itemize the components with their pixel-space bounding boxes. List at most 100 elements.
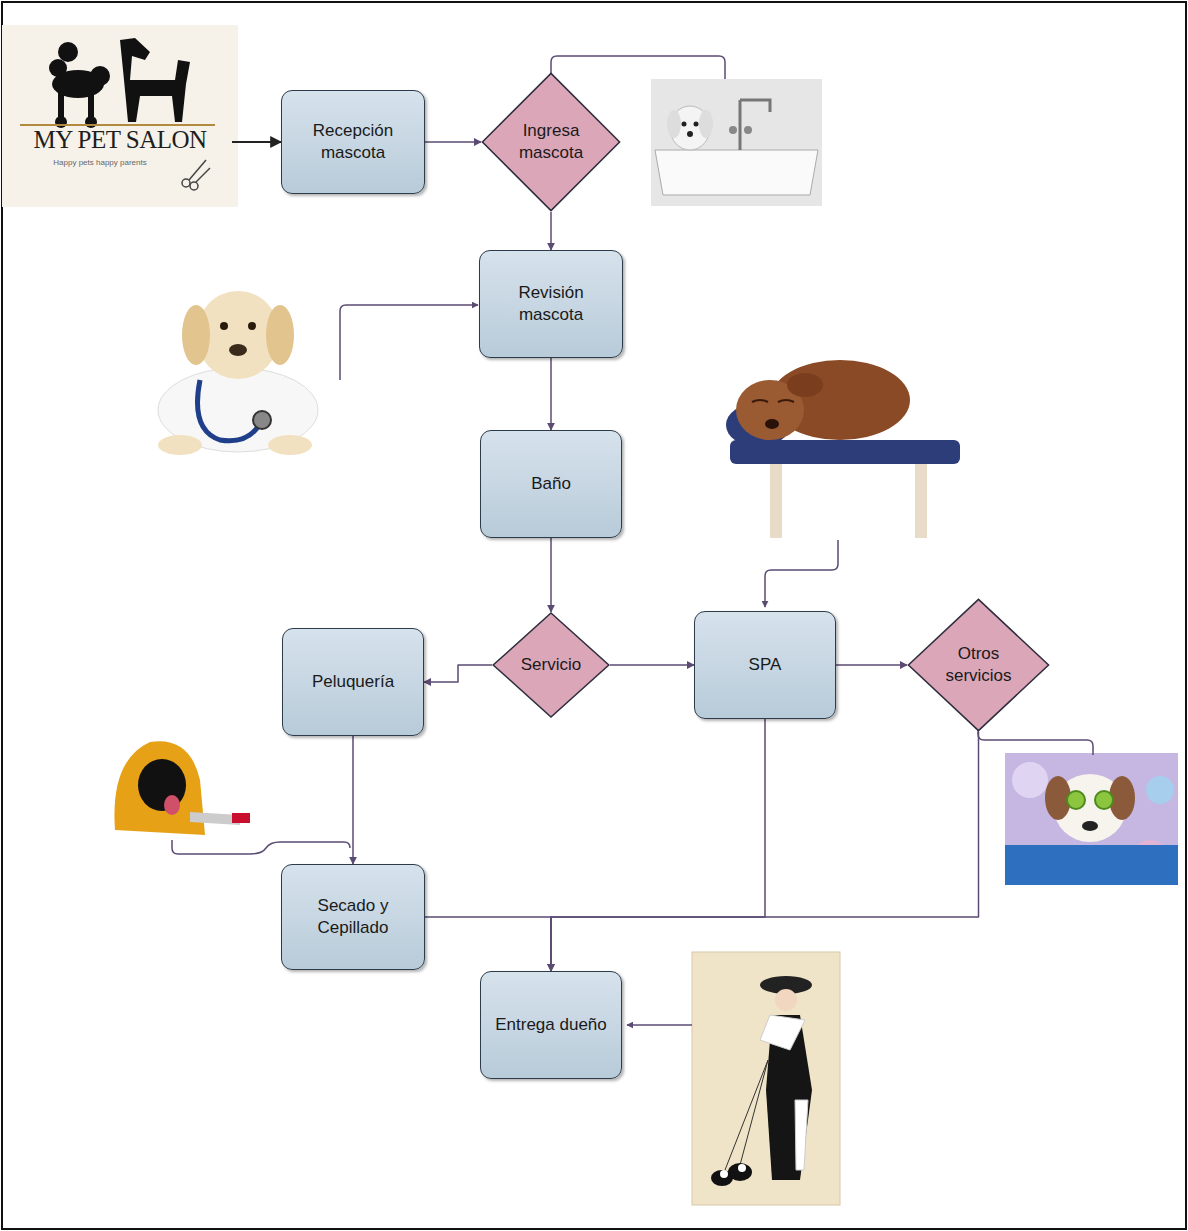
logo-picture-part [182,160,210,190]
towel-dog-picture-part [232,813,250,823]
node-label: Peluquería [312,671,394,693]
spa-dog-picture-part [1146,776,1174,804]
node-label: Revisión mascota [488,282,614,326]
logo-picture-part [196,168,210,182]
diamond-shape [908,599,1048,730]
logo-picture-part [120,38,190,122]
bath-picture-part [729,126,737,134]
node-label: Baño [531,473,571,495]
flow-arrow [352,736,354,864]
owner-picture [692,952,840,1205]
owner-picture-part [711,1170,733,1186]
logo-picture-part [90,66,110,86]
process-box: Baño [480,430,622,538]
massage-dog-picture-part [752,400,768,402]
spa-dog-picture-part [1095,791,1113,809]
owner-picture-part [725,1060,768,1170]
vet-dog-picture-part [158,435,202,455]
picture-leader [627,1024,692,1026]
bath-picture-part [667,110,681,138]
decision-diamond: Otros servicios [907,598,1050,732]
vet-dog-picture-part [268,435,312,455]
decision-diamond: Ingresa mascota [481,72,621,212]
massage-dog-picture-part [787,373,823,397]
node-label: SPA [749,654,782,676]
bath-picture-part [655,150,818,195]
vet-dog-picture-part [266,305,294,365]
bath-picture-part [687,131,693,137]
diamond-shape [493,613,609,717]
node-label: Otros servicios [937,643,1021,687]
picture-leader [765,540,838,607]
bath-picture-part [744,126,752,134]
logo-picture [2,25,238,207]
logo-picture-part [20,124,215,126]
owner-picture-part [740,1060,768,1165]
flow-arrow [425,141,481,143]
logo-picture-part [58,92,64,120]
owner-picture-part [775,989,797,1011]
picture-leader [172,840,350,854]
bath-picture-part [694,122,699,127]
bath-picture-part [651,79,822,206]
vet-dog-picture-part [220,322,228,330]
logo-picture-part [190,182,198,190]
logo-picture-part [58,42,78,62]
flow-arrow [550,212,552,250]
picture-leader [551,56,725,82]
vet-dog-picture-part [253,411,271,429]
owner-picture-part [795,1100,808,1170]
spa-dog-picture [1005,753,1178,885]
massage-dog-picture-part [720,348,965,540]
node-label: Ingresa mascota [509,120,593,164]
flow-arrow [551,732,979,971]
node-label: Recepción mascota [290,120,416,164]
massage-dog-picture [720,348,965,540]
towel-dog-picture-part [80,726,262,862]
spa-dog-picture-part [1067,791,1085,809]
massage-dog-picture-part [778,400,794,402]
spa-dog-picture-part [1012,762,1048,798]
logo-tagline: Happy pets happy parents [20,158,180,167]
owner-picture-part [738,1164,746,1172]
flow-arrow [610,664,694,666]
vet-dog-picture-part [198,380,263,441]
vet-dog-picture-part [248,322,256,330]
flow-arrow [424,665,492,682]
logo-title: MY PET SALON [8,126,232,154]
flow-arrow [550,358,552,430]
flow-arrow [425,917,551,971]
flow-arrow [551,719,765,971]
massage-dog-picture-part [770,460,782,538]
massage-dog-picture-part [915,460,927,538]
logo-picture-part [2,25,238,207]
flow-arrow [550,538,552,612]
massage-dog-picture-part [765,419,779,429]
node-label: Entrega dueño [495,1014,607,1036]
decision-diamond: Servicio [492,612,610,718]
towel-dog-picture [80,726,262,862]
diamond-shape [482,73,619,210]
flow-arrow [836,664,907,666]
process-box: Revisión mascota [479,250,623,358]
spa-dog-picture-part [1005,845,1178,885]
vet-dog-picture-part [229,344,247,356]
vet-dog-picture-part [182,305,210,365]
bath-picture-part [739,100,742,150]
node-label: Servicio [521,654,581,676]
spa-dog-picture-part [1082,821,1098,831]
logo-picture-part [182,179,190,187]
diamond-outline [481,72,621,212]
node-label: Secado y Cepillado [290,895,416,939]
process-box: Recepción mascota [281,90,425,194]
bath-picture-part [682,122,687,127]
logo-arrow [232,141,281,143]
process-box: SPA [694,611,836,719]
picture-leader [340,305,478,380]
process-box: Entrega dueño [480,971,622,1079]
towel-dog-picture-part [164,795,180,815]
owner-picture-part [760,1015,805,1050]
vet-dog-picture [158,291,318,455]
process-box: Peluquería [282,628,424,736]
